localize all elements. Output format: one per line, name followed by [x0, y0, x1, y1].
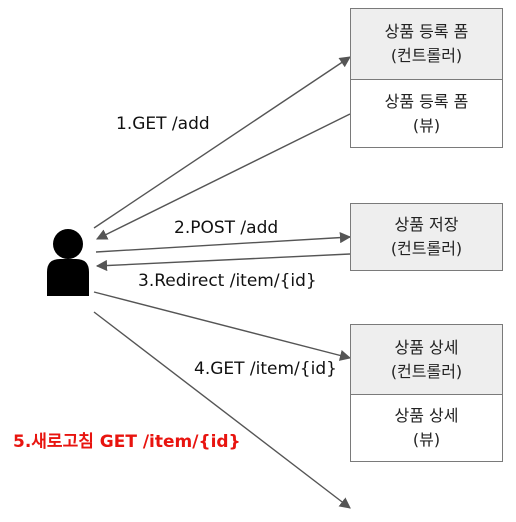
add-form-controller-title: 상품 등록 폼	[384, 22, 469, 41]
detail-controller-box: 상품 상세 (컨트롤러)	[350, 324, 503, 395]
step4-label: 4.GET /item/{id}	[194, 359, 337, 379]
detail-view-subtitle: (뷰)	[412, 430, 441, 449]
arrow-step3	[95, 253, 351, 272]
detail-view-box: 상품 상세 (뷰)	[350, 394, 503, 462]
step1-label: 1.GET /add	[116, 114, 210, 134]
step5-label: 5.새로고침 GET /item/{id}	[13, 432, 241, 452]
save-controller-title: 상품 저장	[394, 215, 459, 234]
arrow-step2	[95, 232, 352, 253]
step2-label: 2.POST /add	[174, 218, 279, 238]
detail-controller-subtitle: (컨트롤러)	[390, 361, 463, 381]
add-form-view-box: 상품 등록 폼 (뷰)	[350, 79, 503, 148]
save-controller-subtitle: (컨트롤러)	[390, 239, 463, 258]
arrow-step5	[93, 311, 351, 509]
detail-view-title: 상품 상세	[394, 406, 459, 425]
add-form-view-subtitle: (뷰)	[412, 115, 441, 135]
add-form-view-title: 상품 등록 폼	[384, 91, 469, 111]
arrow-step4	[93, 291, 352, 361]
arrow-view-response	[95, 113, 351, 240]
add-form-controller-subtitle: (컨트롤러)	[390, 46, 463, 65]
add-form-controller-box: 상품 등록 폼 (컨트롤러)	[350, 8, 503, 80]
step3-label: 3.Redirect /item/{id}	[138, 271, 317, 291]
save-controller-box: 상품 저장 (컨트롤러)	[350, 203, 503, 271]
detail-controller-title: 상품 상세	[394, 337, 459, 357]
arrow-step1	[93, 56, 351, 229]
user-icon	[47, 229, 89, 296]
